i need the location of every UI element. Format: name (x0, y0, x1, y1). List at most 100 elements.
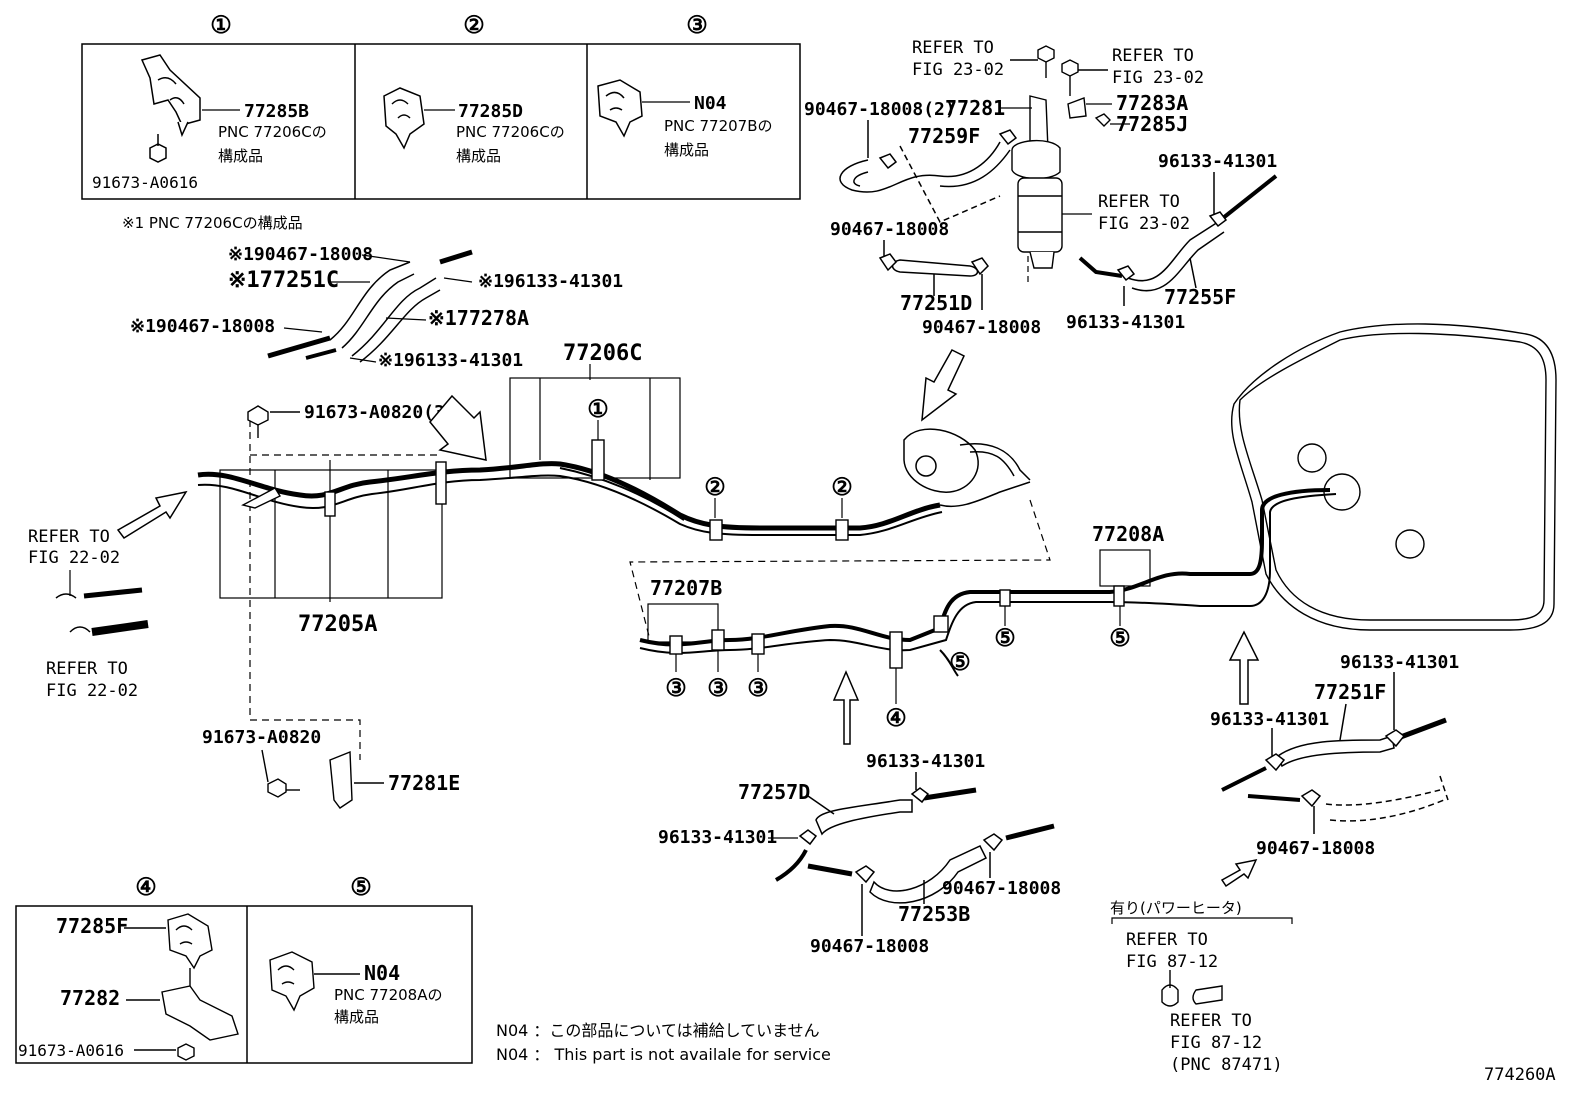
hose-77251D-drawing (878, 240, 989, 310)
refer-22-02-a-line2: FIG 22-02 (28, 548, 120, 568)
label-power-heater: 有り(パワーヒータ) (1110, 899, 1242, 917)
clamp-77285F-drawing (124, 913, 239, 1061)
arrow-down-canister (921, 349, 965, 422)
part-91673-A0616-top: 91673-A0616 (92, 173, 198, 192)
label-77257D: 77257D (738, 780, 810, 804)
label-96133-41301-b: 96133-41301 (1066, 312, 1185, 333)
diagram-id: 774260A (1484, 1065, 1556, 1085)
refer-87-12-a-line2: FIG 87-12 (1126, 952, 1218, 972)
label-77281E: 77281E (388, 771, 460, 795)
canister-leaders (1000, 103, 1130, 286)
marker-3b: ③ (707, 674, 729, 702)
main-pipe-bundle (197, 461, 943, 536)
marker-5a: ⑤ (949, 648, 971, 676)
leader-lines-top-boxes (202, 101, 690, 111)
label-91673-A0820-3: 91673-A0820(3) (304, 402, 456, 423)
label-77259F: 77259F (908, 124, 980, 148)
d2-sub2: 構成品 (456, 147, 501, 165)
part-77285D: 77285D (458, 101, 523, 122)
bolt-91673-A0820-3 (247, 405, 300, 438)
bolts-top-right (1010, 45, 1108, 96)
label-91673-A0820: 91673-A0820 (202, 727, 321, 748)
label-star-96133-41301-top: ※196133-41301 (478, 271, 623, 292)
d1-sub2: 構成品 (218, 147, 263, 165)
refer-87-12-b-line1: REFER TO (1170, 1011, 1252, 1031)
clamp-77285D-drawing (383, 87, 425, 150)
refer-87-12-b-line2: FIG 87-12 (1170, 1033, 1262, 1053)
part-77285F: 77285F (56, 914, 128, 938)
refer-22-02-b-line2: FIG 22-02 (46, 681, 138, 701)
refer-23-02-b-line2: FIG 23-02 (1112, 68, 1204, 88)
label-star-77251C: ※177251C (228, 268, 339, 293)
hose-77253B-drawing (807, 823, 1055, 936)
arrow-upper-left (429, 394, 487, 461)
label-77208A: 77208A (1092, 522, 1164, 546)
power-heater-parts (1161, 970, 1223, 1007)
label-star-77278A: ※177278A (428, 306, 529, 330)
d2-sub1: PNC 77206Cの (456, 123, 565, 141)
arrow-up-lower (832, 670, 860, 745)
part-N04-top: N04 (694, 93, 727, 114)
label-77253B: 77253B (898, 902, 970, 926)
hose-77251F-drawing (1221, 672, 1449, 834)
refer-87-12-a-line1: REFER TO (1126, 930, 1208, 950)
hose-77255F-drawing (1078, 172, 1278, 306)
fuel-tank-outline (1230, 323, 1557, 631)
marker-5c: ⑤ (1109, 624, 1131, 652)
d3-sub2: 構成品 (664, 141, 709, 159)
label-96133-41301-c: 96133-41301 (866, 751, 985, 772)
bracket-77281E-drawing (261, 749, 384, 809)
d5-sub1: PNC 77208Aの (334, 986, 443, 1004)
label-77283A: 77283A (1116, 91, 1188, 115)
label-77206C: 77206C (563, 341, 642, 366)
label-77207B: 77207B (650, 576, 722, 600)
label-77251D: 77251D (900, 291, 972, 315)
marker-3c: ③ (747, 674, 769, 702)
refer-23-02-a-line1: REFER TO (912, 38, 994, 58)
lower-marker-leaders (675, 606, 1121, 704)
d5-sub2: 構成品 (334, 1008, 379, 1026)
marker-4: ④ (885, 704, 907, 732)
lower-pipe-bundle (639, 488, 1337, 677)
label-star-90467-18008-top: ※190467-18008 (228, 244, 373, 265)
marker-5b: ⑤ (994, 624, 1016, 652)
refer-23-02-a-line2: FIG 23-02 (912, 60, 1004, 80)
label-90467-18008-e: 90467-18008 (1256, 838, 1375, 859)
detail-marker-5: ⑤ (350, 873, 372, 901)
clamp-77285B-drawing (140, 54, 201, 163)
detail-box-group-top (81, 43, 801, 200)
note-jp: N04 ：この部品については補給していません (496, 1021, 820, 1040)
refer-87-12-b-line3: (PNC 87471) (1170, 1055, 1283, 1075)
d3-sub1: PNC 77207Bの (664, 117, 773, 135)
label-96133-41301-f: 96133-41301 (1210, 709, 1329, 730)
marker-1-main: ① (587, 395, 609, 423)
canister-drawing (1011, 95, 1111, 269)
label-90467-18008-d: 90467-18008 (810, 936, 929, 957)
detail-marker-2: ② (463, 11, 485, 39)
refer-23-02-b-line1: REFER TO (1112, 46, 1194, 66)
detail-marker-3: ③ (686, 11, 708, 39)
left-hose-stubs (55, 570, 149, 636)
bracket-77207B (647, 603, 719, 643)
refer-23-02-c-line2: FIG 23-02 (1098, 214, 1190, 234)
label-77255F: 77255F (1164, 285, 1236, 309)
marker-3a: ③ (665, 674, 687, 702)
part-N04-bottom: N04 (364, 961, 400, 985)
arrow-left-refer (116, 490, 188, 539)
d1-sub1: PNC 77206Cの (218, 123, 327, 141)
canister-on-line (903, 428, 1031, 508)
refer-22-02-a-line1: REFER TO (28, 527, 110, 547)
label-90467-18008-a: 90467-18008 (830, 219, 949, 240)
refer-23-02-c-line1: REFER TO (1098, 192, 1180, 212)
hose-77251C-drawing (267, 249, 473, 363)
power-heater-bracket (1111, 917, 1293, 924)
refer-22-02-b-line1: REFER TO (46, 659, 128, 679)
detail-marker-4: ④ (135, 873, 157, 901)
label-90467-18008-c: 90467-18008 (942, 878, 1061, 899)
clamp-N04-drawing-top (597, 79, 643, 138)
label-star-96133-41301-bot: ※196133-41301 (378, 350, 523, 371)
footnote: ※1 PNC 77206Cの構成品 (122, 214, 303, 232)
part-77282: 77282 (60, 986, 120, 1010)
marker-2b-main: ② (831, 473, 853, 501)
clamps-main-line (241, 439, 849, 541)
